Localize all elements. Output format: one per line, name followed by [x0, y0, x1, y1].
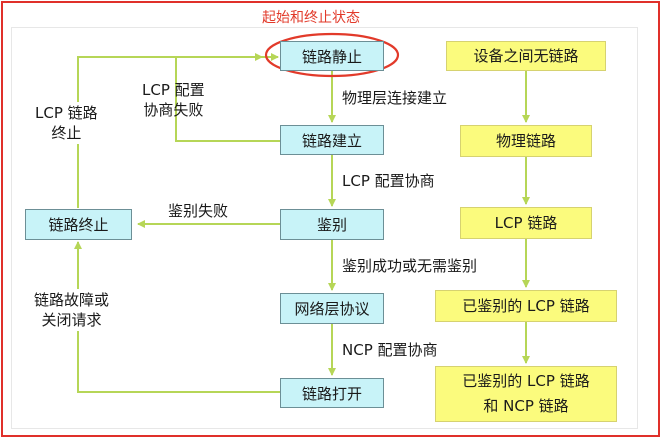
link-state-full-line1: 已鉴别的 LCP 链路	[462, 372, 590, 390]
start-end-state-annotation: 起始和终止状态	[262, 10, 360, 26]
state-network-layer: 网络层协议	[280, 293, 384, 324]
label-lcp-fail-line2: 协商失败	[143, 101, 204, 119]
label-fault: 链路故障或 关闭请求	[32, 289, 112, 331]
outer-frame	[1, 1, 660, 437]
label-lcp-terminate-line1: LCP 链路	[35, 104, 98, 122]
state-link-open: 链路打开	[280, 378, 384, 408]
state-link-terminate: 链路终止	[25, 209, 132, 240]
link-state-lcp: LCP 链路	[460, 207, 592, 239]
label-fault-line2: 关闭请求	[41, 311, 102, 329]
state-link-establish: 链路建立	[280, 125, 384, 155]
arrow-terminate-to-dead	[77, 53, 263, 208]
label-physical-up: 物理层连接建立	[342, 89, 448, 107]
label-lcp-negotiate: LCP 配置协商	[342, 172, 435, 190]
label-lcp-terminate-line2: 终止	[51, 124, 82, 142]
label-lcp-fail: LCP 配置 协商失败	[142, 80, 205, 120]
state-authenticate: 鉴别	[280, 209, 384, 240]
highlight-ellipse	[264, 32, 400, 78]
link-state-authenticated: 已鉴别的 LCP 链路	[435, 290, 617, 322]
link-state-full-line2: 和 NCP 链路	[483, 397, 569, 415]
link-state-none: 设备之间无链路	[446, 41, 606, 71]
state-link-dead: 链路静止	[280, 41, 384, 71]
label-ncp-negotiate: NCP 配置协商	[342, 341, 438, 359]
link-state-full: 已鉴别的 LCP 链路 和 NCP 链路	[435, 366, 617, 422]
link-state-physical: 物理链路	[460, 125, 592, 157]
label-auth-ok: 鉴别成功或无需鉴别	[342, 257, 478, 275]
label-lcp-fail-line1: LCP 配置	[142, 81, 205, 99]
label-lcp-terminate: LCP 链路 终止	[33, 102, 100, 144]
label-fault-line1: 链路故障或	[34, 291, 110, 309]
label-auth-fail: 鉴别失败	[168, 202, 229, 220]
